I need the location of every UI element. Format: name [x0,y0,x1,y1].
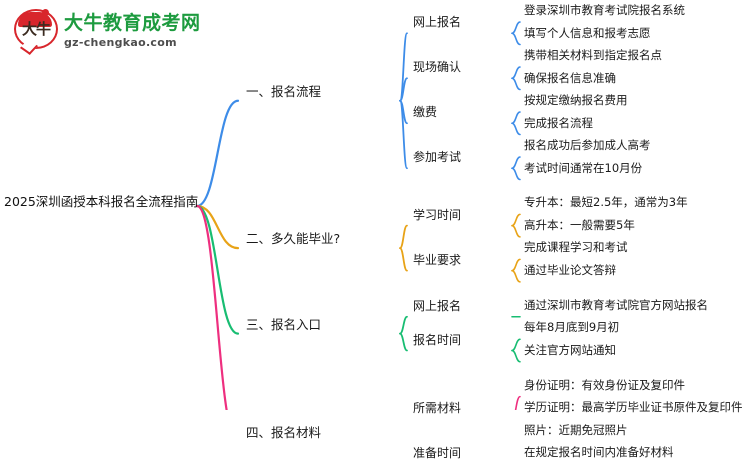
mindmap-canvas: 大牛 大牛教育成考网 gz-chengkao.com 2025深圳函授本科报名全… [0,0,750,410]
sub-branch-label[interactable]: 学习时间 [413,207,462,222]
logo-mark-text: 大牛 [21,20,51,38]
sub-branch-label[interactable]: 所需材料 [413,401,462,416]
leaf-node[interactable]: 报名成功后参加成人高考 [524,138,651,152]
logo-site-name: 大牛教育成考网 [64,12,201,34]
sub-branch-label[interactable]: 缴费 [413,105,438,120]
leaf-node[interactable]: 登录深圳市教育考试院报名系统 [524,3,685,17]
leaf-node[interactable]: 按规定缴纳报名费用 [524,93,628,107]
leaf-node[interactable]: 关注官方网站通知 [524,342,616,357]
sub-branch-label[interactable]: 准备时间 [413,446,462,461]
site-logo: 大牛 大牛教育成考网 gz-chengkao.com [14,6,204,56]
leaf-node[interactable]: 在规定报名时间内准备好材料 [524,445,674,460]
main-branch-label[interactable]: 四、报名材料 [246,424,322,440]
main-branch-label[interactable]: 三、报名入口 [246,316,322,332]
mindmap-root-label[interactable]: 2025深圳函授本科报名全流程指南 [4,194,199,209]
leaf-node[interactable]: 完成课程学习和考试 [524,240,628,255]
leaf-node[interactable]: 身份证明：有效身份证及复印件 [524,377,685,392]
leaf-node[interactable]: 高升本：一般需要5年 [524,217,635,232]
leaf-node[interactable]: 填写个人信息和报考志愿 [524,25,651,40]
sub-branch-label[interactable]: 毕业要求 [413,252,462,267]
leaf-node[interactable]: 通过毕业论文答辩 [524,262,616,277]
mindmap-connectors [195,21,521,410]
logo-bubble-icon: 大牛 [14,9,58,53]
leaf-node[interactable]: 专升本：最短2.5年，通常为3年 [524,195,688,210]
leaf-node[interactable]: 学历证明：最高学历毕业证书原件及复印件 [524,400,743,415]
main-branch-label[interactable]: 二、多久能毕业? [246,231,341,247]
sub-branch-label[interactable]: 网上报名 [413,15,462,30]
leaf-node[interactable]: 通过深圳市教育考试院官方网站报名 [524,297,708,312]
leaf-node[interactable]: 每年8月底到9月初 [524,320,620,335]
sub-branch-label[interactable]: 报名时间 [413,332,462,347]
sub-branch-label[interactable]: 参加考试 [413,150,462,165]
leaf-node[interactable]: 携带相关材料到指定报名点 [524,48,662,62]
main-branch-label[interactable]: 一、报名流程 [246,83,322,99]
leaf-node[interactable]: 完成报名流程 [524,115,593,130]
leaf-node[interactable]: 考试时间通常在10月份 [524,160,643,175]
sub-branch-label[interactable]: 现场确认 [413,60,462,75]
leaf-node[interactable]: 确保报名信息准确 [524,70,616,85]
sub-branch-label[interactable]: 网上报名 [413,298,462,313]
leaf-node[interactable]: 照片：近期免冠照片 [524,422,628,437]
logo-site-domain: gz-chengkao.com [64,36,177,49]
